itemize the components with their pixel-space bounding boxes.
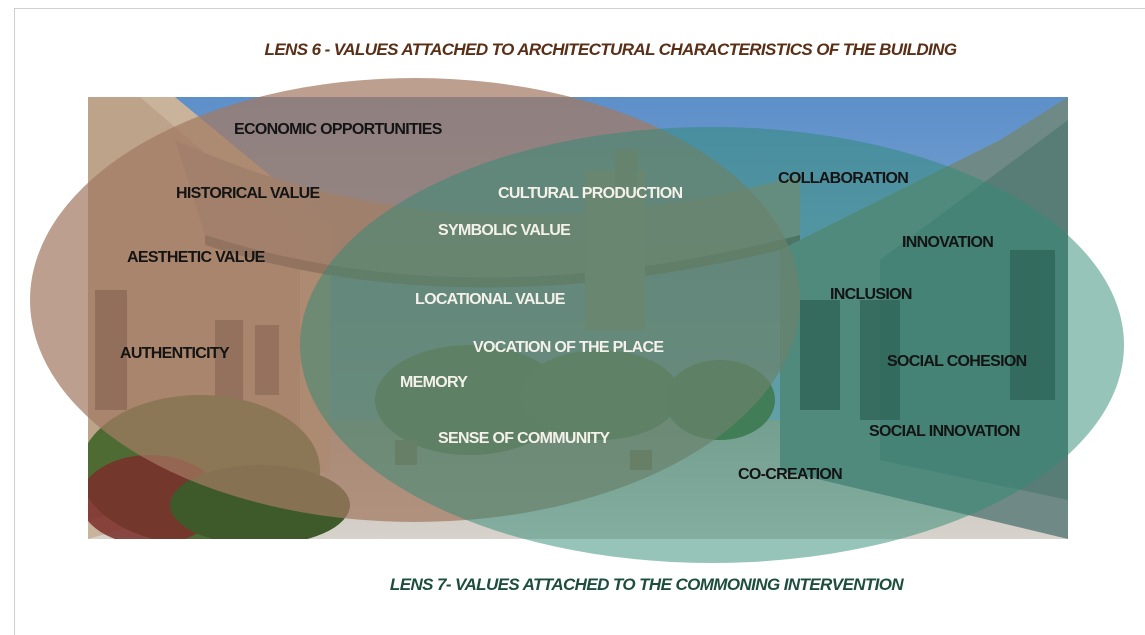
lens7-ellipse — [300, 127, 1124, 563]
label-innovation: INNOVATION — [902, 234, 994, 251]
lens6-title: LENS 6 - VALUES ATTACHED TO ARCHITECTURA… — [264, 40, 958, 59]
lens7-title: LENS 7- VALUES ATTACHED TO THE COMMONING… — [389, 575, 904, 594]
label-inclusion: INCLUSION — [830, 286, 912, 303]
label-economic-opportunities: ECONOMIC OPPORTUNITIES — [234, 121, 442, 138]
label-co-creation: CO-CREATION — [738, 466, 843, 483]
figure-frame — [14, 8, 1145, 635]
label-vocation-of-the-place: VOCATION OF THE PLACE — [473, 339, 664, 356]
label-authenticity: AUTHENTICITY — [120, 345, 230, 362]
label-cultural-production: CULTURAL PRODUCTION — [498, 185, 683, 202]
label-memory: MEMORY — [400, 374, 468, 391]
label-aesthetic-value: AESTHETIC VALUE — [127, 249, 265, 266]
label-collaboration: COLLABORATION — [778, 170, 909, 187]
label-sense-of-community: SENSE OF COMMUNITY — [438, 430, 610, 447]
label-historical-value: HISTORICAL VALUE — [176, 185, 320, 202]
label-social-cohesion: SOCIAL COHESION — [887, 353, 1027, 370]
label-locational-value: LOCATIONAL VALUE — [415, 291, 565, 308]
label-social-innovation: SOCIAL INNOVATION — [869, 423, 1020, 440]
label-symbolic-value: SYMBOLIC VALUE — [438, 222, 571, 239]
